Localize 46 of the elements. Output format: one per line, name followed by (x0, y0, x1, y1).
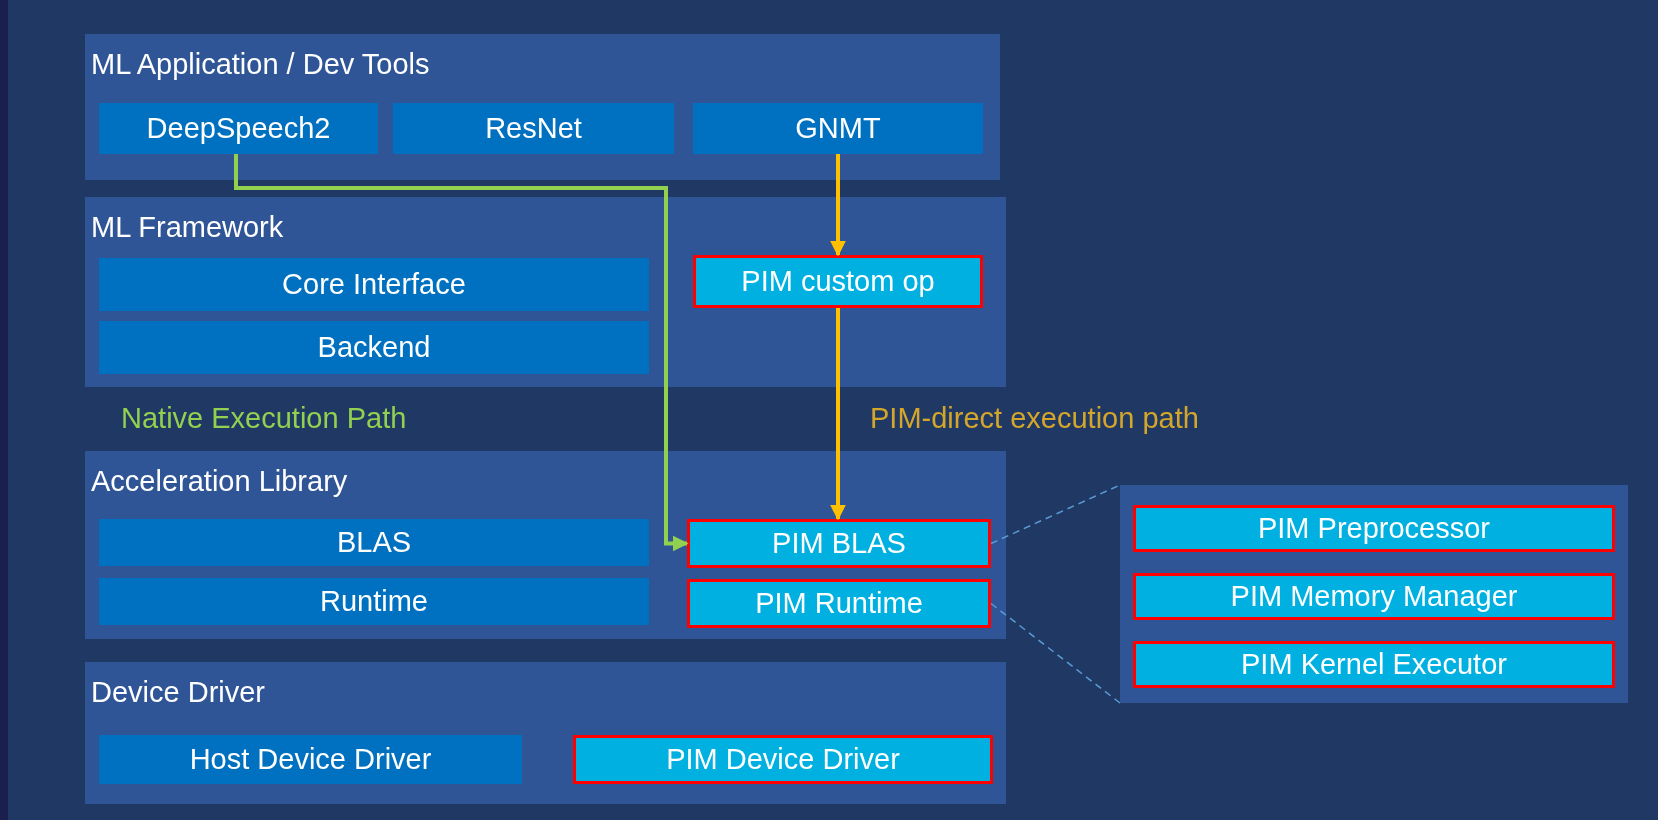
layer-title: Acceleration Library (91, 465, 348, 498)
layer-panel (85, 451, 1006, 639)
module-label: PIM Preprocessor (1257, 512, 1491, 545)
module-box (393, 103, 674, 154)
layer-panel (85, 197, 1006, 387)
pim-module-box (1133, 505, 1615, 552)
module-label: Core Interface (282, 268, 466, 301)
dashed-connector (990, 484, 1121, 545)
module-label: DeepSpeech2 (146, 112, 331, 145)
module-box (99, 578, 649, 625)
module-label: PIM custom op (741, 265, 935, 298)
pim-module-box (687, 519, 991, 568)
layer-panel (85, 662, 1006, 804)
layer-title: ML Framework (91, 211, 284, 244)
layer-title: Device Driver (91, 676, 266, 709)
module-box (693, 103, 983, 154)
pim-module-box (1133, 641, 1615, 688)
arrow (830, 308, 846, 521)
arrow (234, 154, 689, 552)
module-label: Runtime (320, 585, 428, 618)
module-label: BLAS (336, 526, 412, 559)
pim-module-box (693, 255, 983, 308)
detail-panel (1120, 485, 1628, 703)
module-label: Backend (317, 331, 431, 364)
layer-panel (85, 34, 1000, 180)
module-box (99, 735, 522, 784)
module-box (99, 258, 649, 311)
path-label: Native Execution Path (121, 402, 407, 435)
module-label: PIM Device Driver (666, 743, 900, 776)
module-label: PIM Kernel Executor (1241, 648, 1507, 681)
pim-module-box (1133, 573, 1615, 620)
dashed-connector (990, 602, 1121, 704)
module-label: PIM Memory Manager (1230, 580, 1518, 613)
module-box (99, 519, 649, 566)
pim-module-box (573, 735, 993, 784)
module-label: GNMT (795, 112, 881, 145)
module-label: Host Device Driver (189, 743, 432, 776)
module-box (99, 321, 649, 374)
module-box (99, 103, 378, 154)
pim-module-box (687, 579, 991, 628)
arrow (830, 154, 846, 257)
module-label: PIM Runtime (755, 587, 923, 620)
path-label: PIM-direct execution path (870, 402, 1199, 435)
layer-title: ML Application / Dev Tools (91, 48, 430, 81)
module-label: ResNet (485, 112, 582, 145)
module-label: PIM BLAS (772, 527, 906, 560)
